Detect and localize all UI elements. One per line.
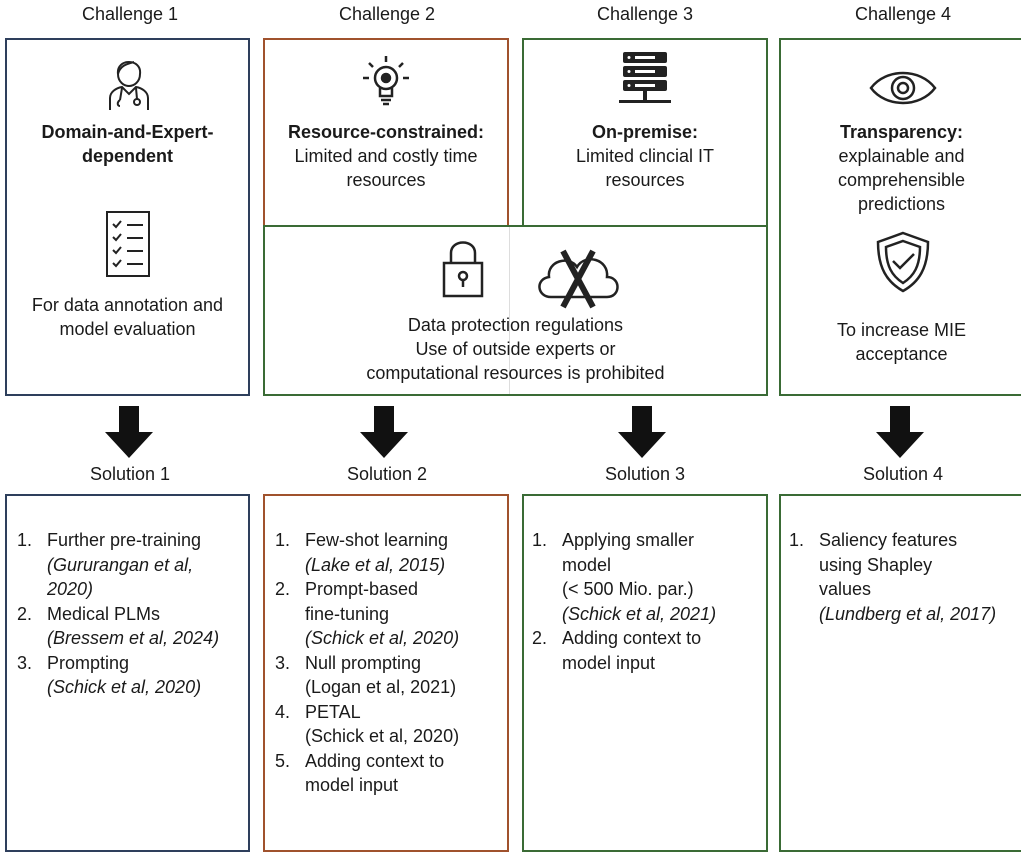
shared-line-3: computational resources is prohibited xyxy=(366,363,665,383)
shared-divider xyxy=(509,227,510,394)
challenge-1-header: Challenge 1 xyxy=(81,4,179,24)
solution-4-header: Solution 4 xyxy=(862,464,944,484)
solution-1-header: Solution 1 xyxy=(89,464,171,484)
doctor-icon xyxy=(109,61,149,110)
list-item: 2.Prompt-based fine-tuning(Schick et al,… xyxy=(275,579,460,648)
solution-2-header: Solution 2 xyxy=(346,464,428,484)
lightbulb-icon xyxy=(363,56,409,106)
list-item: 2.Adding context to model input xyxy=(532,628,702,673)
down-arrow-icon xyxy=(618,406,666,458)
challenge-1-box: Domain-and-Expert-dependent For data ann… xyxy=(5,38,250,396)
challenge-4-title: Transparency: xyxy=(839,122,964,142)
down-arrow-icon xyxy=(360,406,408,458)
shared-line-2: Use of outside experts or xyxy=(415,339,616,359)
solution-3-box: 1.Applying smaller model(< 500 Mio. par.… xyxy=(522,494,768,852)
list-item: 1.Further pre-training(Gururangan et al,… xyxy=(17,530,202,599)
list-item: 2.Medical PLMs(Bressem et al, 2024) xyxy=(17,603,220,649)
cloud-crossed-icon xyxy=(538,249,619,309)
challenge-1-title: Domain-and-Expert-dependent xyxy=(41,122,214,166)
list-item: 3.Prompting(Schick et al, 2020) xyxy=(17,652,202,698)
list-item: 3.Null prompting(Logan et al, 2021) xyxy=(275,652,457,698)
list-item: 4.PETAL(Schick et al, 2020) xyxy=(275,701,460,747)
solution-1-list: 1.Further pre-training(Gururangan et al,… xyxy=(17,528,243,700)
challenge-2-header: Challenge 2 xyxy=(338,4,436,24)
server-icon xyxy=(619,52,671,103)
challenge-2-text: Resource-constrained: Limited and costly… xyxy=(265,120,507,192)
shared-constraint-box: Data protection regulations Use of outsi… xyxy=(263,225,768,396)
challenge-3-header: Challenge 3 xyxy=(596,4,694,24)
solution-2-box: 1.Few-shot learning(Lake et al, 2015) 2.… xyxy=(263,494,509,852)
challenge-2-box: Resource-constrained: Limited and costly… xyxy=(263,38,509,226)
solution-3-list: 1.Applying smaller model(< 500 Mio. par.… xyxy=(532,528,762,675)
solution-2-list: 1.Few-shot learning(Lake et al, 2015) 2.… xyxy=(275,528,501,798)
challenge-4-header: Challenge 4 xyxy=(854,4,952,24)
checklist-icon xyxy=(106,211,150,277)
down-arrow-icon xyxy=(876,406,924,458)
list-item: 5.Adding context to model input xyxy=(275,750,445,796)
solution-4-list: 1.Saliency features using Shapley values… xyxy=(789,528,1019,626)
shared-line-1: Data protection regulations xyxy=(407,315,624,335)
down-arrow-icon xyxy=(105,406,153,458)
list-item: 1.Few-shot learning(Lake et al, 2015) xyxy=(275,530,449,575)
eye-icon xyxy=(869,71,937,105)
solution-1-box: 1.Further pre-training(Gururangan et al,… xyxy=(5,494,250,852)
shared-text: Data protection regulations Use of outsi… xyxy=(265,313,766,385)
padlock-icon xyxy=(442,241,484,298)
shield-check-icon xyxy=(876,231,930,293)
solution-4-box: 1.Saliency features using Shapley values… xyxy=(779,494,1021,852)
list-item: 1.Applying smaller model(< 500 Mio. par.… xyxy=(532,530,717,624)
challenge-3-title: On-premise: xyxy=(591,122,699,142)
challenge-2-title: Resource-constrained: xyxy=(287,122,485,142)
solution-3-header: Solution 3 xyxy=(604,464,686,484)
list-item: 1.Saliency features using Shapley values… xyxy=(789,530,997,624)
